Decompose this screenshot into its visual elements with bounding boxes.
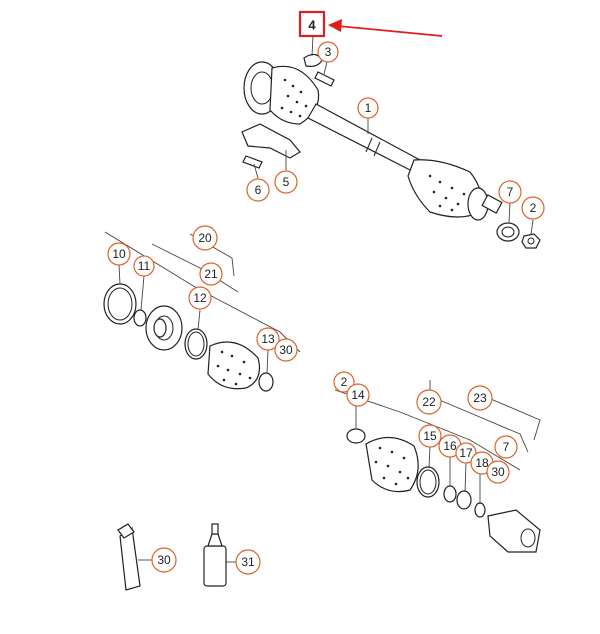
sealant-bottle [203,523,227,587]
highlight-label: 4 [308,18,316,33]
hose-clamp-14 [346,428,366,444]
joint-boot-2 [365,436,419,493]
arrow-head-icon [328,19,342,32]
highlight-box [298,10,326,38]
svg-text:5: 5 [283,175,290,189]
bolt [314,71,335,87]
callout-14: 14 [346,383,370,407]
svg-text:21: 21 [204,267,218,281]
grease-tube [117,523,141,591]
callout-10: 10 [107,242,131,266]
svg-text:30: 30 [157,553,171,567]
spacer-ring [133,309,147,327]
circlip-18 [474,502,486,518]
callout-20: 20 [192,225,218,251]
svg-text:2: 2 [341,375,348,389]
callout-11: 11 [133,255,155,277]
svg-text:7: 7 [507,185,514,199]
pointer-arrow [328,19,443,37]
drive-shaft-assembly [241,53,541,249]
callout-13: 13 [256,327,280,351]
svg-text:15: 15 [423,429,437,443]
callout-16: 16 [438,434,462,458]
svg-text:31: 31 [241,555,255,569]
callout-30-kit2: 30 [486,460,510,484]
circlip-large [103,283,137,325]
outer-joint-repair-kit [103,231,301,392]
bracket-bolt [242,155,263,169]
callout-1: 1 [357,97,379,119]
svg-text:20: 20 [198,231,212,245]
svg-text:6: 6 [255,183,262,197]
callout-17: 17 [455,442,477,464]
svg-text:14: 14 [351,388,365,402]
joint-boot [207,341,261,390]
callout-3: 3 [317,41,339,63]
heat-shield-bracket [241,123,301,159]
washer [496,222,520,242]
svg-text:7: 7 [503,440,510,454]
callout-2-kit2: 2 [333,371,355,393]
svg-text:23: 23 [473,391,487,405]
dished-washer [456,490,472,510]
svg-text:18: 18 [475,456,489,470]
callout-21: 21 [199,262,223,286]
svg-text:30: 30 [279,343,293,357]
svg-text:16: 16 [443,439,457,453]
callout-6: 6 [246,178,270,202]
callout-31: 31 [235,549,261,575]
hose-clamp-15 [416,466,440,498]
callout-2-top: 2 [521,196,545,220]
svg-text:13: 13 [261,332,275,346]
callout-15: 15 [418,424,442,448]
svg-text:1: 1 [365,101,372,115]
svg-text:11: 11 [138,259,151,273]
callout-30-kit1: 30 [274,338,298,362]
svg-text:30: 30 [491,465,505,479]
callout-12: 12 [188,286,212,310]
svg-text:17: 17 [459,446,473,460]
highlighted-part-4[interactable]: 4 [298,10,326,38]
hose-clamp-large [184,328,208,360]
hex-nut [521,233,541,249]
cv-joint-2 [487,509,541,553]
callout-23: 23 [467,385,493,411]
svg-text:10: 10 [112,247,126,261]
callout-22: 22 [416,389,442,415]
svg-text:2: 2 [530,201,537,215]
callout-7-kit2: 7 [494,435,518,459]
svg-text:3: 3 [325,45,332,59]
svg-text:22: 22 [422,395,436,409]
ring-16 [443,485,457,503]
callout-7-top: 7 [498,180,522,204]
svg-text:12: 12 [193,291,207,305]
callout-5: 5 [274,170,298,194]
hose-clamp-small [258,372,274,392]
callout-30-grease: 30 [151,547,177,573]
